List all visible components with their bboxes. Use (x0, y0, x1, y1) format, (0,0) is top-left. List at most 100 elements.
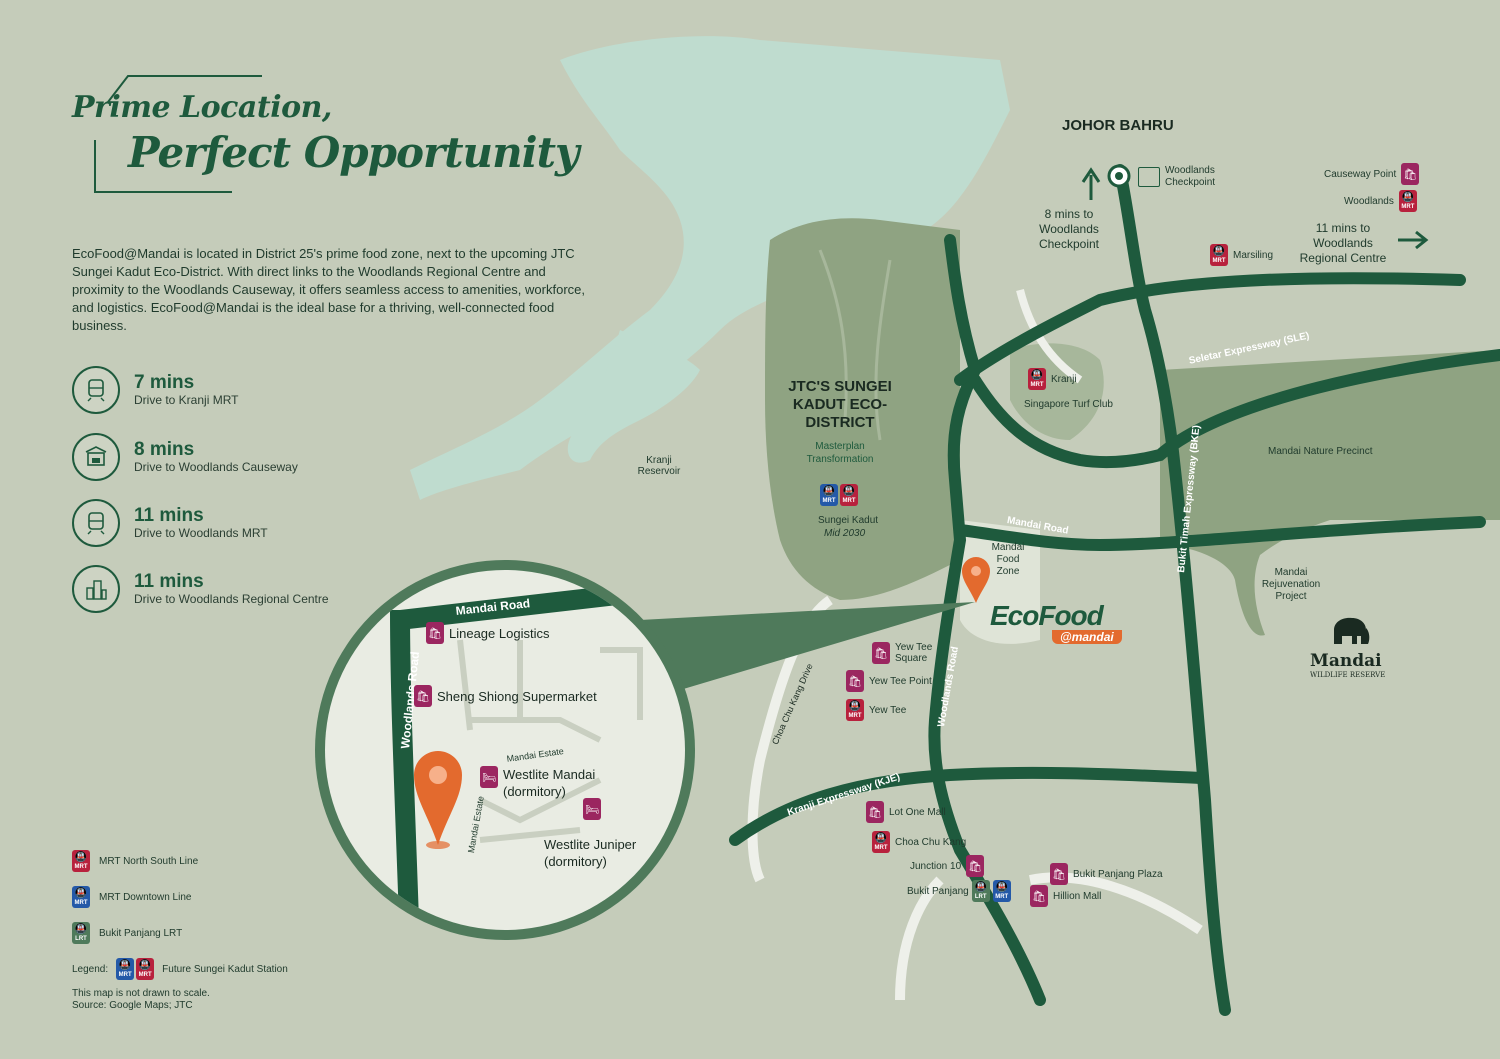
shopping-bag-icon: 🛍 (1030, 885, 1048, 907)
shopping-bag-icon: 🛍 (414, 685, 432, 707)
nature-precinct-label: Mandai Nature Precinct (1268, 446, 1373, 457)
shopping-bag-icon: 🛍 (872, 642, 890, 664)
bed-icon: 🛏 (480, 766, 498, 788)
yew-tee-point-poi: 🛍 Yew Tee Point (846, 670, 932, 692)
stat-label: Drive to Woodlands Regional Centre (134, 592, 329, 606)
bukit-panjang-poi: Bukit Panjang 🚇LRT 🚇MRT (907, 880, 1011, 902)
jtc-district-area (765, 218, 960, 600)
yew-tee-mrt-poi: 🚇MRT Yew Tee (846, 699, 906, 721)
yew-tee-square-poi: 🛍 Yew Tee Square (872, 642, 939, 664)
rejuvenation-label: Mandai Rejuvenation Project (1261, 567, 1321, 602)
westlite-juniper-poi: 🛏 (583, 798, 601, 820)
stat-value: 7 mins (134, 372, 195, 393)
mrt-dtl-icon: 🚇MRT (992, 880, 1011, 902)
jtc-subtitle: Masterplan Transformation (806, 441, 874, 465)
wildlife-logo-sub: WILDLIFE RESERVE (1310, 671, 1386, 679)
title-bracket (94, 75, 262, 193)
title-line-1: Prime Location, (72, 90, 332, 125)
elephant-icon (1328, 614, 1372, 655)
westlite-mandai-poi: 🛏 Westlite Mandai (dormitory) (480, 766, 613, 800)
sheng-shiong-poi: 🛍 Sheng Shiong Supermarket (414, 685, 597, 707)
checkpoint-label: Woodlands Checkpoint (1138, 165, 1227, 189)
mrt-nsl-icon: 🚇MRT (72, 850, 90, 872)
train-icon (72, 366, 120, 414)
lineage-poi: 🛍 Lineage Logistics (426, 622, 549, 644)
mrt-nsl-icon: 🚇MRT (1028, 368, 1046, 390)
jtc-inner-lines (818, 249, 892, 441)
turf-club-area (1010, 343, 1104, 440)
water-body (410, 36, 1010, 500)
future-station-icon: 🚇MRT 🚇MRT (820, 484, 858, 506)
cck-mrt-poi: 🚇MRT Choa Chu Kang (872, 831, 966, 853)
to-regional-label: 11 mins to Woodlands Regional Centre (1299, 221, 1387, 265)
ecofood-pin (962, 557, 990, 603)
woodlands-mrt-poi: Woodlands 🚇MRT (1344, 190, 1417, 212)
stat-label: Drive to Woodlands MRT (134, 526, 268, 540)
to-checkpoint-label: 8 mins to Woodlands Checkpoint (1038, 207, 1100, 251)
mrt-nsl-icon: 🚇MRT (840, 484, 858, 506)
shopping-bag-icon: 🛍 (966, 855, 985, 877)
nature-precinct-area (1160, 350, 1500, 636)
reservoir-label: Kranji Reservoir (637, 455, 681, 477)
wildlife-logo-text: Mandai (1310, 651, 1382, 671)
intro-paragraph: EcoFood@Mandai is located in District 25… (72, 246, 585, 333)
title-line-2: Perfect Opportunity (128, 128, 579, 177)
marsiling-mrt-poi: 🚇MRT Marsiling (1210, 244, 1273, 266)
shopping-bag-icon: 🛍 (866, 801, 884, 823)
food-zone-area (960, 520, 1040, 644)
shopping-bag-icon: 🛍 (1401, 163, 1420, 185)
stat-label: Drive to Kranji MRT (134, 393, 239, 407)
stat-value: 11 mins (134, 571, 204, 592)
mrt-nsl-icon: 🚇MRT (1398, 190, 1417, 212)
stat-value: 11 mins (134, 505, 204, 526)
mrt-nsl-icon: 🚇MRT (136, 958, 155, 980)
arrow-up-icon (1081, 167, 1101, 200)
arrow-right-icon (1398, 230, 1429, 250)
minor-road (895, 872, 1203, 1001)
shopping-bag-icon: 🛍 (1050, 863, 1068, 885)
lot-one-poi: 🛍 Lot One Mall (866, 801, 946, 823)
ecofood-logo: EcoFood (990, 600, 1104, 631)
bp-plaza-poi: 🛍 Bukit Panjang Plaza (1050, 863, 1163, 885)
train-icon (72, 499, 120, 547)
sungei-kadut-year: Mid 2030 (824, 528, 866, 539)
food-zone-label: Mandai Food Zone (991, 542, 1025, 577)
shopping-bag-icon: 🛍 (846, 670, 864, 692)
city-icon (72, 565, 120, 613)
westlite-juniper-label: Westlite Juniper (dormitory) (544, 837, 637, 869)
hillion-poi: 🛍 Hillion Mall (1030, 885, 1101, 907)
ecofood-logo-sub: @mandai (1052, 630, 1122, 644)
mrt-dtl-icon: 🚇MRT (116, 958, 135, 980)
bed-icon: 🛏 (583, 798, 601, 820)
inset-pin (414, 751, 462, 849)
mrt-nsl-icon: 🚇MRT (1210, 244, 1228, 266)
checkpoint-icon (72, 433, 120, 481)
kranji-mrt-poi: 🚇MRT Kranji (1028, 368, 1077, 390)
shopping-bag-icon: 🛍 (426, 622, 444, 644)
stat-label: Drive to Woodlands Causeway (134, 460, 298, 474)
water-branch (567, 330, 700, 463)
mrt-nsl-icon: 🚇MRT (846, 699, 864, 721)
sungei-kadut-label: Sungei Kadut (818, 515, 879, 526)
not-to-scale-note: This map is not drawn to scale. (72, 988, 210, 999)
lrt-icon: 🚇LRT (72, 922, 90, 944)
minor-road (1016, 289, 1083, 384)
main-roads (729, 164, 1500, 1016)
mrt-nsl-icon: 🚇MRT (872, 831, 890, 853)
source-note: Source: Google Maps; JTC (72, 1000, 193, 1011)
junction-10-poi: Junction 10 🛍 (910, 855, 985, 877)
checkpoint-icon (1138, 167, 1160, 187)
mrt-dtl-icon: 🚇MRT (820, 484, 838, 506)
lrt-icon: 🚇LRT (971, 880, 990, 902)
turf-club-label: Singapore Turf Club (1024, 399, 1113, 410)
johor-bahru-label: JOHOR BAHRU (1062, 117, 1174, 134)
jtc-title: JTC'S SUNGEI KADUT ECO-DISTRICT (788, 378, 892, 431)
callout-wedge (640, 602, 975, 690)
